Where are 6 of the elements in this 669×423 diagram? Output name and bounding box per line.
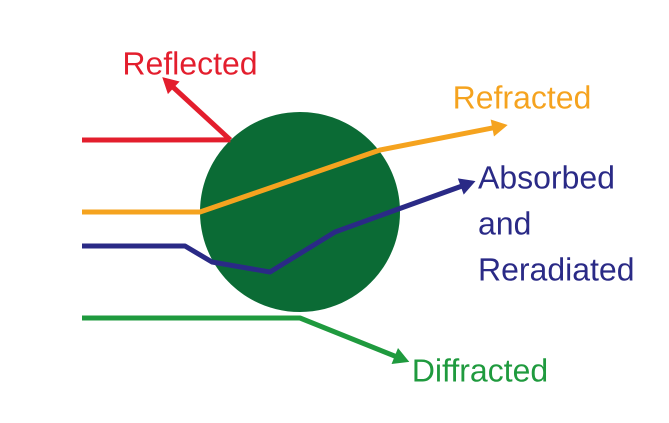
ray-label: Diffracted	[414, 358, 546, 382]
particle-circle	[200, 112, 400, 312]
ray-line	[82, 137, 230, 142]
ray-label: Absorbed and Reradiated	[478, 165, 632, 281]
ray-label: Refracted	[455, 85, 590, 109]
ray-label: Reflected	[125, 51, 256, 75]
